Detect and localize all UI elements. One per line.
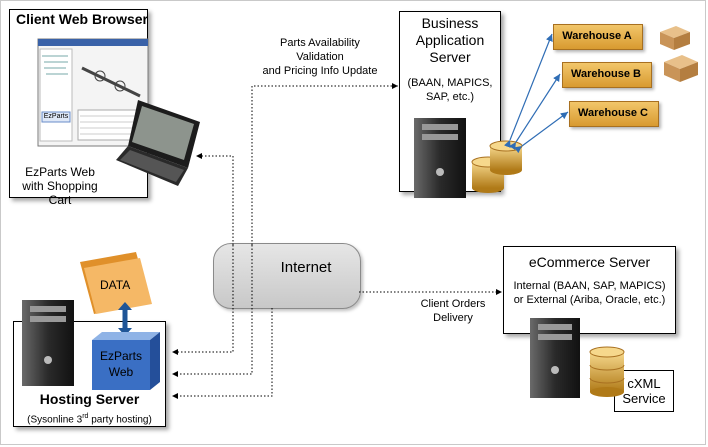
business-database-icon xyxy=(471,140,523,193)
hosting-title: Hosting Server xyxy=(39,391,140,407)
business-title-line1: Business xyxy=(421,15,479,31)
business-server-tower xyxy=(414,118,466,198)
warehouse-c-label: Warehouse C xyxy=(578,107,648,119)
ezparts-cube-line2: Web xyxy=(109,365,134,379)
warehouse-a-box xyxy=(553,24,643,50)
hosting-subtitle: (Sysonline 3rd party hosting) xyxy=(13,410,166,427)
client-caption-line1: EzParts Web xyxy=(25,165,95,179)
business-title-line2: Application xyxy=(415,32,485,48)
client-caption-line2: with Shopping Cart xyxy=(22,179,98,207)
hosting-sub-sup: rd xyxy=(82,413,89,420)
internet-label: Internet xyxy=(280,259,332,276)
hosting-sub-pre: (Sysonline 3 xyxy=(27,414,83,426)
cxml-line2: Service xyxy=(622,391,666,406)
ecommerce-server-tower xyxy=(530,318,580,398)
internet-cloud xyxy=(213,243,361,309)
flow-parts-availability: Parts Availability Validation and Pricin… xyxy=(250,36,390,78)
flow-top-line2: Validation xyxy=(296,51,344,63)
dotted-connectors xyxy=(172,83,502,399)
warehouse-b-label: Warehouse B xyxy=(571,68,641,80)
browser-screenshot xyxy=(37,38,149,147)
ezparts-web-cube: EzParts Web xyxy=(92,332,160,390)
hosting-sub-post: party hosting) xyxy=(88,414,152,426)
client-caption: EzParts Web with Shopping Cart xyxy=(10,165,110,207)
ecommerce-subtitle: Internal (BAAN, SAP, MAPICS) or External… xyxy=(503,279,676,307)
ecommerce-database-icon xyxy=(589,346,625,397)
data-folder-label: DATA xyxy=(100,278,130,292)
laptop-icon xyxy=(116,100,200,186)
cxml-line1: cXML xyxy=(627,376,661,391)
client-title: Client Web Browser xyxy=(16,11,148,27)
business-sub-line1: (BAAN, MAPICS, xyxy=(407,77,493,89)
flow-top-line3: and Pricing Info Update xyxy=(262,65,378,77)
data-folder-icon: DATA xyxy=(80,252,152,314)
cardboard-boxes-icon xyxy=(660,26,698,82)
cxml-label: cXML Service xyxy=(614,376,674,406)
hosting-server-tower xyxy=(22,300,74,386)
ecommerce-line1: Internal (BAAN, SAP, MAPICS) xyxy=(513,280,666,292)
business-subtitle: (BAAN, MAPICS, SAP, etc.) xyxy=(399,76,501,104)
warehouse-b-box xyxy=(562,62,652,88)
flow-top-line1: Parts Availability xyxy=(280,37,360,49)
ezparts-cube-line1: EzParts xyxy=(100,349,142,363)
warehouse-c-box xyxy=(569,101,659,127)
business-title: Business Application Server xyxy=(399,15,501,66)
business-sub-line2: SAP, etc.) xyxy=(425,91,475,103)
ecommerce-title: eCommerce Server xyxy=(528,254,651,270)
warehouse-a-label: Warehouse A xyxy=(562,30,632,42)
flow-orders-line2: Delivery xyxy=(433,312,473,324)
flow-orders-line1: Client Orders xyxy=(420,298,486,310)
business-title-line3: Server xyxy=(429,49,471,65)
browser-ezparts-badge: EzParts xyxy=(43,113,69,120)
flow-client-orders: Client Orders Delivery xyxy=(413,297,493,325)
warehouse-arrows xyxy=(504,33,569,154)
ecommerce-line2: or External (Ariba, Oracle, etc.) xyxy=(513,294,666,306)
